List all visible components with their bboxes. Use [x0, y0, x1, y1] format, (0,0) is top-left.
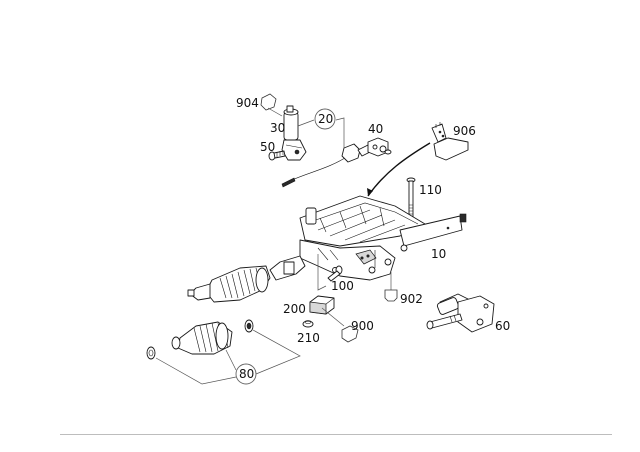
callout-bubble-80 [235, 363, 257, 385]
part-906-switch[interactable] [431, 122, 469, 161]
part-80-washer-left[interactable] [146, 346, 156, 360]
part-900-connector[interactable] [341, 325, 359, 343]
part-60-actuator[interactable] [426, 293, 495, 333]
callout-40[interactable]: 40 [368, 122, 383, 136]
callout-906[interactable]: 906 [453, 124, 476, 138]
part-80-washer-right[interactable] [244, 319, 254, 333]
callout-30[interactable]: 30 [270, 121, 285, 135]
footer-divider [60, 434, 612, 435]
part-100-screw[interactable] [317, 254, 343, 291]
part-20-cable[interactable] [281, 143, 375, 188]
part-110-bolt[interactable] [406, 177, 416, 218]
part-10-steering-column[interactable] [299, 195, 467, 281]
callout-bubble-20 [314, 108, 336, 130]
callout-110[interactable]: 110 [419, 183, 442, 197]
callout-902[interactable]: 902 [400, 292, 423, 306]
callout-904[interactable]: 904 [236, 96, 259, 110]
direction-arrow [367, 142, 431, 197]
part-30-motor[interactable] [281, 105, 307, 161]
callout-10[interactable]: 10 [431, 247, 446, 261]
part-902-connector[interactable] [384, 289, 398, 302]
callout-50[interactable]: 50 [260, 140, 275, 154]
part-210-nut[interactable] [302, 320, 314, 328]
part-40-joint[interactable] [367, 137, 392, 157]
part-lower-shaft-boot[interactable] [187, 255, 306, 303]
callout-20[interactable]: 20 [318, 112, 333, 126]
part-50-screw[interactable] [268, 150, 286, 161]
callout-900[interactable]: 900 [351, 319, 374, 333]
callout-60[interactable]: 60 [495, 319, 510, 333]
callout-200[interactable]: 200 [283, 302, 306, 316]
callout-100[interactable]: 100 [331, 279, 354, 293]
part-904-connector[interactable] [260, 93, 283, 117]
part-200-sensor[interactable] [309, 295, 335, 315]
callout-210[interactable]: 210 [297, 331, 320, 345]
part-80-boot[interactable] [171, 321, 233, 355]
callout-80[interactable]: 80 [239, 367, 254, 381]
